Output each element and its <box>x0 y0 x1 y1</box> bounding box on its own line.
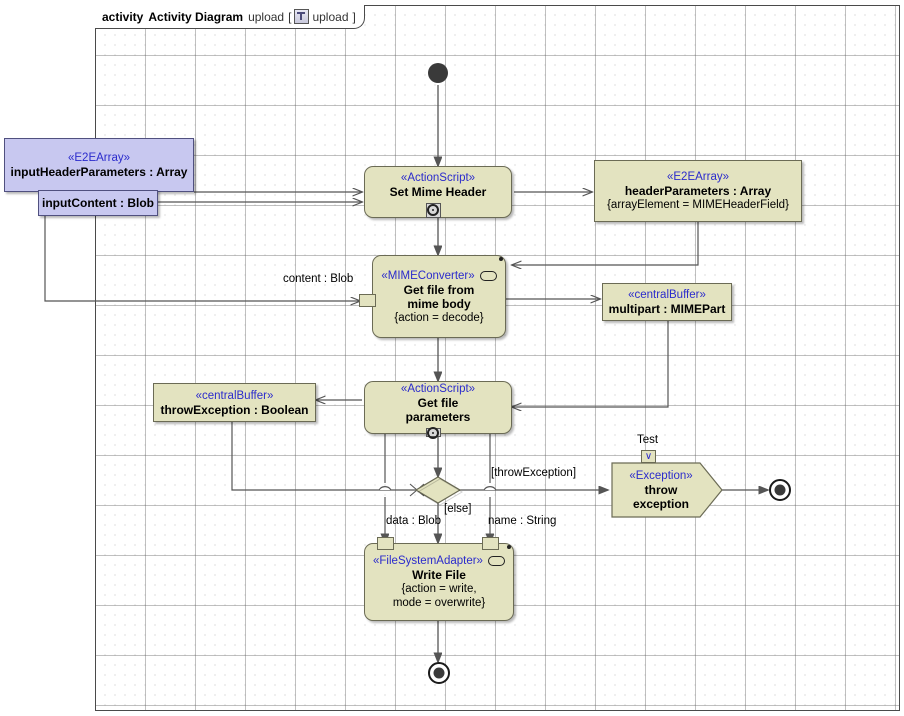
node-name-label-line2: exception <box>632 497 689 511</box>
frame-ref-name: upload <box>312 9 349 24</box>
edge-label-name-string: name : String <box>488 515 557 527</box>
frame-name: upload <box>248 9 285 24</box>
frame-bracket-close: ] <box>352 9 356 24</box>
object-node-throw-exception-buffer[interactable]: «centralBuffer» throwException : Boolean <box>153 383 316 422</box>
node-constraint-label: {arrayElement = MIMEHeaderField} <box>607 199 789 211</box>
node-name-label: multipart : MIMEPart <box>608 302 726 316</box>
script-icon <box>425 202 441 218</box>
value-pin-test[interactable]: ∨ <box>641 450 656 463</box>
diagram-frame-label: activity Activity Diagram upload [ uploa… <box>95 5 365 29</box>
stereotype-label: «E2EArray» <box>67 152 130 164</box>
stereotype-label: «FileSystemAdapter» <box>373 555 483 567</box>
edge-label-throw-exception-guard: [throwException] <box>491 467 577 479</box>
node-constraint-label-line1: {action = write, <box>401 583 477 595</box>
initial-node[interactable] <box>428 63 448 83</box>
frame-keyword: activity <box>102 9 144 24</box>
node-name-label-line2: mime body <box>407 296 471 311</box>
node-name-label: inputContent : Blob <box>42 196 154 210</box>
node-name-label: Write File <box>412 568 466 582</box>
activity-diagram-icon <box>294 9 310 24</box>
action-node-set-mime-header[interactable]: «ActionScript» Set Mime Header <box>364 166 512 218</box>
pin-glyph: ∨ <box>644 451 653 462</box>
rake-icon <box>479 270 497 281</box>
node-name-label: throwException : Boolean <box>160 402 309 417</box>
action-node-get-file-from-mime-body[interactable]: «MIMEConverter» Get file from mime body … <box>372 255 506 338</box>
node-name-label-line1: Get file <box>417 396 459 410</box>
object-node-header-parameters[interactable]: «E2EArray» headerParameters : Array {arr… <box>594 160 802 222</box>
activity-final-node-main[interactable] <box>428 662 450 684</box>
activity-parameter-node-input-header-parameters[interactable]: «E2EArray» inputHeaderParameters : Array <box>4 138 194 192</box>
input-pin-content[interactable] <box>359 294 376 307</box>
edge-label-content-blob: content : Blob <box>283 273 354 285</box>
node-constraint-label-line2: mode = overwrite} <box>392 597 486 609</box>
node-constraint-label: {action = decode} <box>394 311 484 324</box>
edge-label-else-guard: [else] <box>444 503 472 515</box>
frame-bracket-open: [ <box>288 9 292 24</box>
node-name-label: Set Mime Header <box>389 184 487 199</box>
rake-icon <box>487 556 505 566</box>
node-name-label: inputHeaderParameters : Array <box>10 165 188 179</box>
script-icon <box>425 428 441 437</box>
pin-label-test: Test <box>637 434 659 446</box>
action-node-write-file[interactable]: «FileSystemAdapter» Write File {action =… <box>364 543 514 621</box>
stereotype-label: «ActionScript» <box>400 171 476 184</box>
stereotype-label: «E2EArray» <box>666 171 729 183</box>
node-name-label-line2: parameters <box>405 410 471 424</box>
node-name-label: headerParameters : Array <box>624 184 772 198</box>
action-node-get-file-parameters[interactable]: «ActionScript» Get file parameters <box>364 381 512 437</box>
node-name-label-line1: Get file from <box>403 282 475 297</box>
input-pin-name[interactable] <box>482 537 499 550</box>
stereotype-label: «MIMEConverter» <box>381 269 475 282</box>
activity-parameter-node-input-content[interactable]: inputContent : Blob <box>38 190 158 216</box>
node-name-label-line1: throw <box>644 483 678 497</box>
activity-final-node-exception[interactable] <box>769 479 791 501</box>
object-node-multipart[interactable]: «centralBuffer» multipart : MIMEPart <box>602 283 732 321</box>
stereotype-label: «centralBuffer» <box>195 389 274 402</box>
stereotype-label: «Exception» <box>629 470 693 482</box>
input-pin-data[interactable] <box>377 537 394 550</box>
frame-type: Activity Diagram <box>148 9 244 24</box>
stereotype-label: «centralBuffer» <box>628 289 706 301</box>
action-node-throw-exception[interactable]: «Exception» throw exception <box>612 463 710 517</box>
stereotype-label: «ActionScript» <box>400 383 476 395</box>
edge-label-data-blob: data : Blob <box>386 515 441 527</box>
